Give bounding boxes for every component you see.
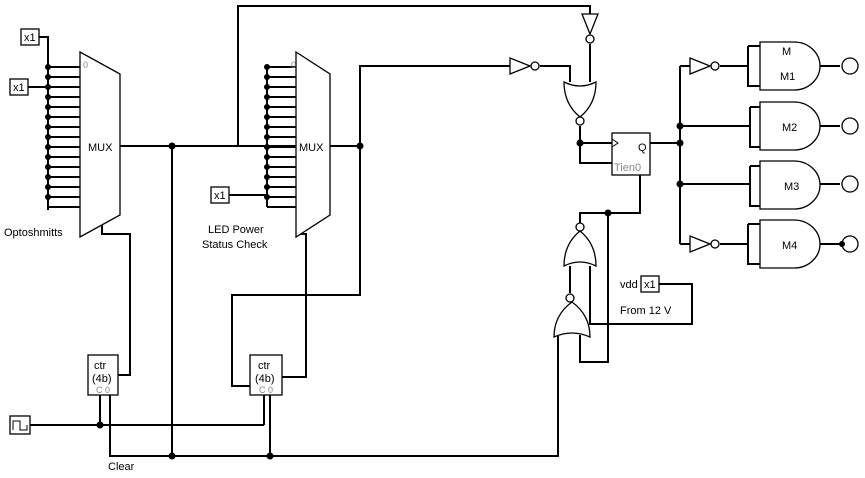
output-pin-m2[interactable] xyxy=(841,117,859,135)
and-gate-m1-label: M1 xyxy=(780,71,795,83)
mux2-input-ticks xyxy=(267,66,296,208)
and-gate-m4[interactable]: M4 xyxy=(759,219,821,269)
nor-gate-mid[interactable] xyxy=(563,222,597,268)
mux-2[interactable]: MUX 0 xyxy=(291,50,331,239)
input-pin-x1-top[interactable]: x1 xyxy=(20,28,40,46)
nor-gate-top[interactable] xyxy=(563,80,597,126)
input-pin-x1-mid[interactable]: x1 xyxy=(210,186,230,204)
output-pin-m3[interactable] xyxy=(841,175,859,193)
mux-1-label: MUX xyxy=(88,142,113,154)
not-gate-m1[interactable] xyxy=(689,57,720,75)
mux1-input-ticks xyxy=(48,66,80,208)
and-gate-m1-top-label: M xyxy=(782,46,791,58)
and-gate-m3[interactable]: M3 xyxy=(759,160,821,210)
input-pin-x1-left[interactable]: x1 xyxy=(9,78,29,96)
counter-1-pins: C 0 xyxy=(96,385,110,395)
not-gate-top[interactable] xyxy=(581,13,599,44)
optoshmitts-label: Optoshmitts xyxy=(4,227,63,239)
flip-flop[interactable]: Q Tien0 xyxy=(611,132,651,176)
led-power-label: LED Power xyxy=(208,224,264,236)
flip-flop-enable-label: Tien0 xyxy=(614,162,641,174)
input-pin-x1-mid-label: x1 xyxy=(214,190,226,202)
and-gate-m3-label: M3 xyxy=(784,181,799,193)
vdd-label: vdd xyxy=(620,279,638,291)
input-pin-x1-left-label: x1 xyxy=(13,82,25,94)
clock-source[interactable] xyxy=(9,415,31,435)
and-gate-m2-label: M2 xyxy=(782,122,797,134)
from-12v-label: From 12 V xyxy=(620,305,672,317)
mux-1-input-0-label: 0 xyxy=(83,60,88,70)
nor-gate-mid-bubble xyxy=(575,222,585,232)
flip-flop-q-label: Q xyxy=(638,142,647,154)
mux-2-label: MUX xyxy=(299,142,324,154)
counter-2-width: (4b) xyxy=(255,373,275,385)
wires xyxy=(28,5,840,457)
mux-2-input-0-label: 0 xyxy=(291,60,296,70)
nor-gate-bottom[interactable] xyxy=(553,293,591,338)
junctions xyxy=(45,64,684,460)
input-pin-x1-right-label: x1 xyxy=(644,279,656,291)
counter-1[interactable]: ctr (4b) C 0 xyxy=(87,354,119,396)
mux-1[interactable]: MUX 0 xyxy=(79,50,121,239)
output-pin-m4[interactable] xyxy=(839,235,859,253)
status-check-label: Status Check xyxy=(202,239,268,251)
and-gate-m2[interactable]: M2 xyxy=(759,101,821,151)
not-gate-m4[interactable] xyxy=(689,235,720,253)
counter-2-title: ctr xyxy=(258,360,271,372)
and-gate-m4-label: M4 xyxy=(782,240,797,252)
output-pin-m1[interactable] xyxy=(841,57,859,75)
counter-1-width: (4b) xyxy=(92,373,112,385)
counter-2-pins: C 0 xyxy=(259,385,273,395)
not-gate-left[interactable] xyxy=(509,57,540,75)
counter-2[interactable]: ctr (4b) C 0 xyxy=(249,354,283,396)
input-pin-x1-right[interactable]: x1 xyxy=(640,275,660,293)
input-pin-x1-top-label: x1 xyxy=(24,32,36,44)
counter-1-title: ctr xyxy=(94,360,107,372)
clear-label: Clear xyxy=(108,461,135,473)
and-gate-m1[interactable]: M M1 xyxy=(759,41,821,91)
